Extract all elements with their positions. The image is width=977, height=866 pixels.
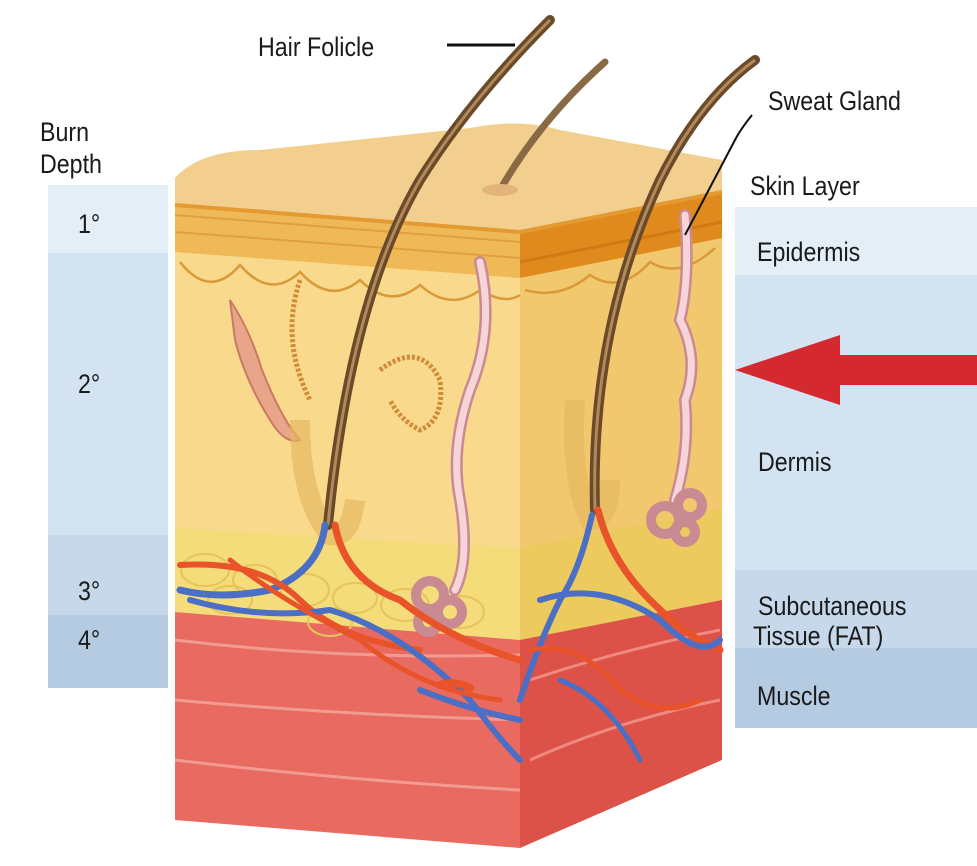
burn-degree-3: 3° xyxy=(78,577,100,605)
layer-tissue-fat: Tissue (FAT) xyxy=(753,622,883,650)
burn-degree-4: 4° xyxy=(78,626,100,654)
burn-depth-title-line1: Burn xyxy=(40,118,89,146)
layer-subcutaneous: Subcutaneous xyxy=(758,592,906,620)
dermis-arrow xyxy=(735,335,977,405)
muscle-layer xyxy=(175,612,520,848)
burn-depth-title-line2: Depth xyxy=(40,150,102,178)
sweat-gland-label: Sweat Gland xyxy=(768,87,901,115)
hair-follicle-label: Hair Folicle xyxy=(258,33,374,61)
layer-dermis: Dermis xyxy=(758,448,832,476)
layer-muscle: Muscle xyxy=(757,682,831,710)
skin-layer-title: Skin Layer xyxy=(750,172,860,200)
layer-epidermis: Epidermis xyxy=(757,238,860,266)
burn-degree-1: 1° xyxy=(78,210,100,238)
burn-degree-2: 2° xyxy=(78,370,100,398)
